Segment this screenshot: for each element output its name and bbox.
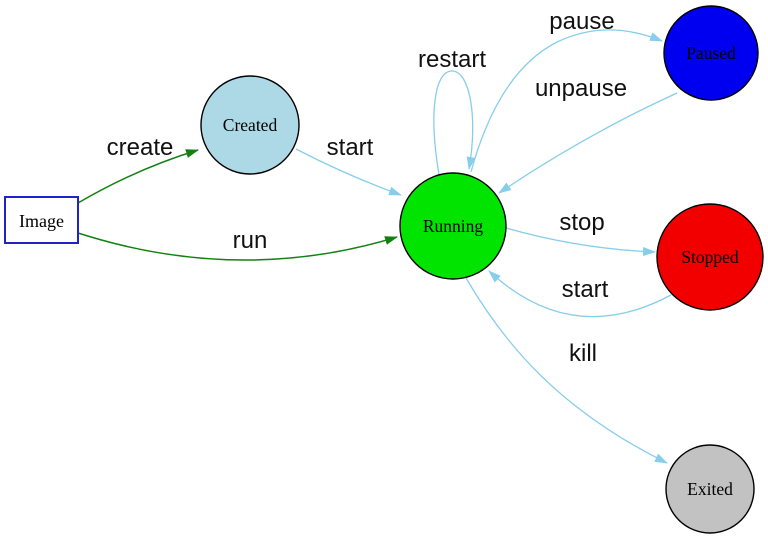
node-stopped-circle	[656, 203, 764, 311]
node-running-label: Running	[423, 216, 484, 236]
node-running-circle	[399, 172, 507, 280]
edge-kill-arrow	[465, 277, 668, 464]
edge-create-label: create	[107, 134, 174, 161]
edge-pause-arrow	[470, 29, 663, 173]
edge-start-stopped-arrow	[488, 270, 672, 318]
edge-stop-arrow	[505, 227, 656, 257]
node-image-label: Image	[19, 211, 64, 231]
edge-start-created-arrow	[295, 148, 402, 196]
edge-create-arrow	[77, 149, 199, 204]
node-paused-circle	[663, 5, 759, 101]
node-paused-label: Paused	[686, 43, 736, 63]
edge-unpause-arrow	[498, 92, 678, 194]
edge-restart-selfloop-arrow	[433, 70, 476, 176]
edge-start-created-label: start	[327, 134, 374, 161]
edge-run-label: run	[233, 227, 268, 254]
edge-run-arrow	[77, 232, 398, 261]
edge-stop-label: stop	[559, 209, 604, 236]
node-created-circle	[200, 75, 300, 175]
edge-unpause-label: unpause	[535, 75, 627, 102]
node-stopped-label: Stopped	[681, 247, 739, 267]
edge-restart-label: restart	[418, 46, 486, 73]
node-exited-label: Exited	[687, 479, 733, 499]
node-created-label: Created	[223, 115, 278, 135]
edge-pause-label: pause	[549, 8, 614, 35]
edge-start-stopped-label: start	[562, 276, 609, 303]
edge-kill-label: kill	[569, 340, 597, 367]
node-image-box	[4, 196, 79, 244]
node-exited-circle	[665, 444, 755, 534]
